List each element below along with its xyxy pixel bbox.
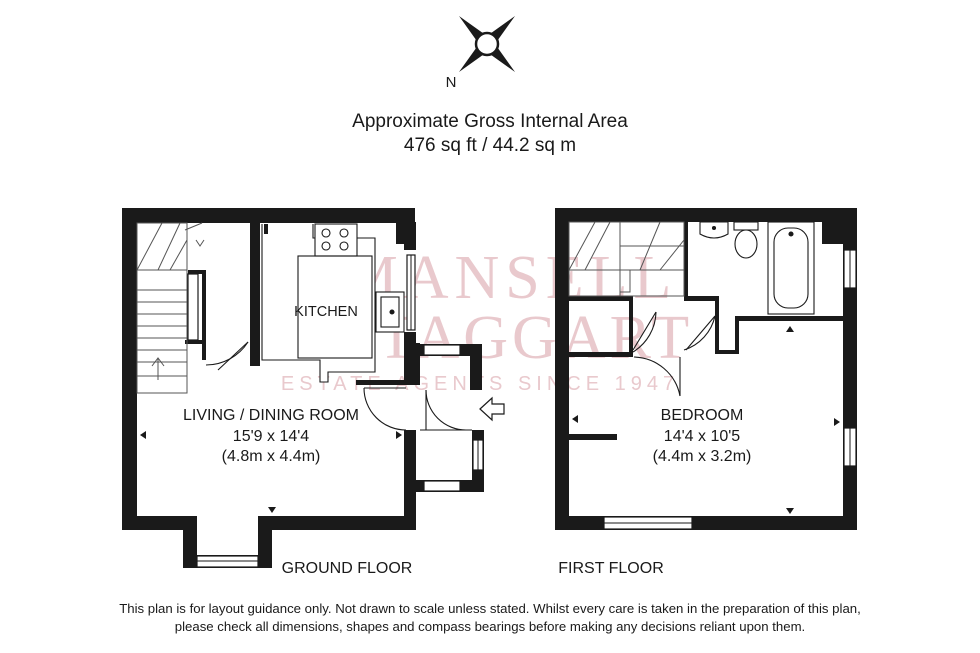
ground-stairs (136, 222, 205, 394)
ground-floor-doors (205, 341, 472, 431)
living-room-metric: (4.8m x 4.4m) (222, 448, 321, 465)
compass-rose-icon (459, 16, 515, 72)
area-value: 476 sq ft / 44.2 sq m (403, 135, 577, 156)
first-floor-doors (632, 311, 716, 397)
living-room-name: LIVING / DINING ROOM (183, 407, 359, 424)
first-floor-label: FIRST FLOOR (558, 560, 664, 577)
ground-floor-plan: KITCHEN LIVING / DINING ROOM 15'9 x 14'4… (122, 208, 505, 577)
ground-floor-label: GROUND FLOOR (282, 560, 413, 577)
bedroom-name: BEDROOM (661, 407, 744, 424)
kitchen-label: KITCHEN (294, 304, 358, 320)
bedroom-imperial: 14'4 x 10'5 (664, 428, 740, 445)
entrance-arrow-icon (479, 396, 505, 422)
disclaimer-line-2: please check all dimensions, shapes and … (174, 619, 806, 634)
first-floor-stairs (568, 221, 685, 297)
compass-north-label: N (446, 74, 457, 91)
first-floor-plan: BEDROOM 14'4 x 10'5 (4.4m x 3.2m) FIRST … (555, 208, 857, 577)
disclaimer: This plan is for layout guidance only. N… (0, 600, 980, 636)
bathroom-fixtures (699, 221, 815, 315)
living-room-imperial: 15'9 x 14'4 (233, 428, 309, 445)
kitchen-units (261, 223, 405, 383)
area-title: Approximate Gross Internal Area (352, 111, 628, 132)
disclaimer-line-1: This plan is for layout guidance only. N… (119, 601, 861, 616)
bedroom-metric: (4.4m x 3.2m) (653, 448, 752, 465)
